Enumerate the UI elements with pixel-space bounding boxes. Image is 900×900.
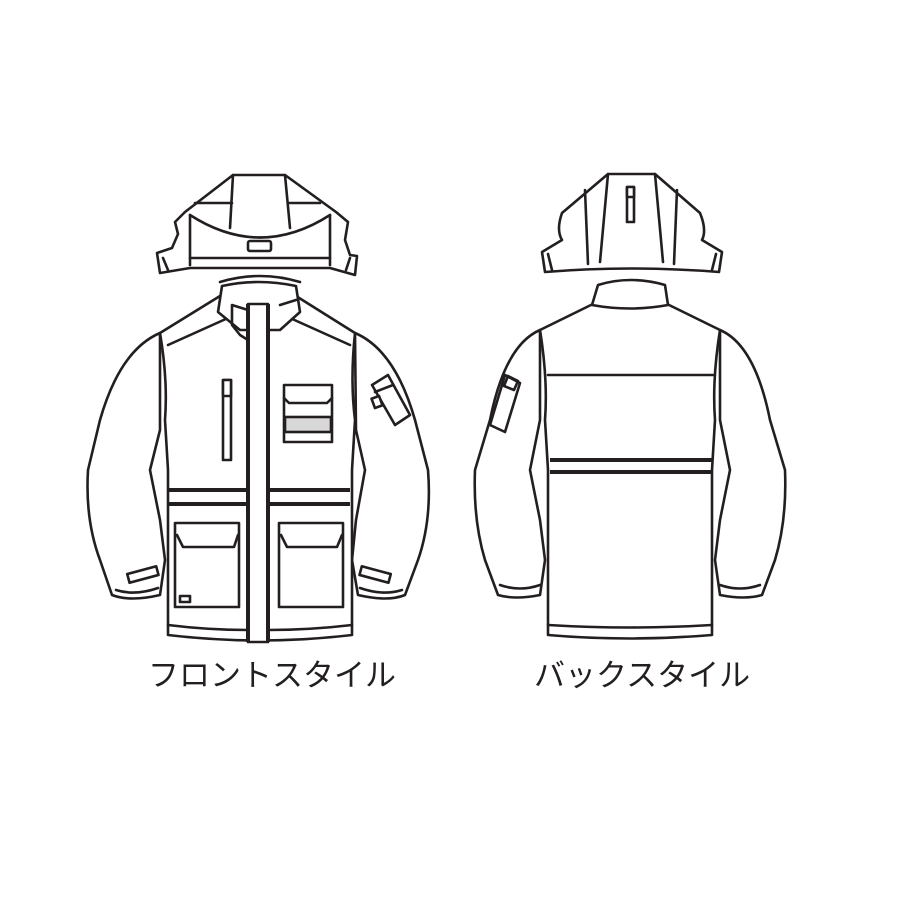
back-style-label: バックスタイル — [534, 658, 751, 694]
lower-left-pocket — [173, 521, 241, 609]
back-view — [473, 172, 787, 640]
chest-pocket — [282, 383, 334, 444]
lower-right-pocket — [277, 521, 345, 609]
back-left-sleeve — [473, 328, 547, 599]
back-hood — [540, 172, 724, 274]
front-right-sleeve — [350, 331, 431, 600]
reflective-tape — [283, 415, 333, 434]
front-hood — [155, 173, 359, 284]
front-view — [86, 173, 431, 644]
back-right-sleeve — [713, 328, 787, 599]
back-collar — [590, 278, 670, 310]
front-zip-placket — [246, 302, 270, 644]
front-left-sleeve — [86, 331, 167, 600]
front-style-label: フロントスタイル — [148, 658, 396, 694]
